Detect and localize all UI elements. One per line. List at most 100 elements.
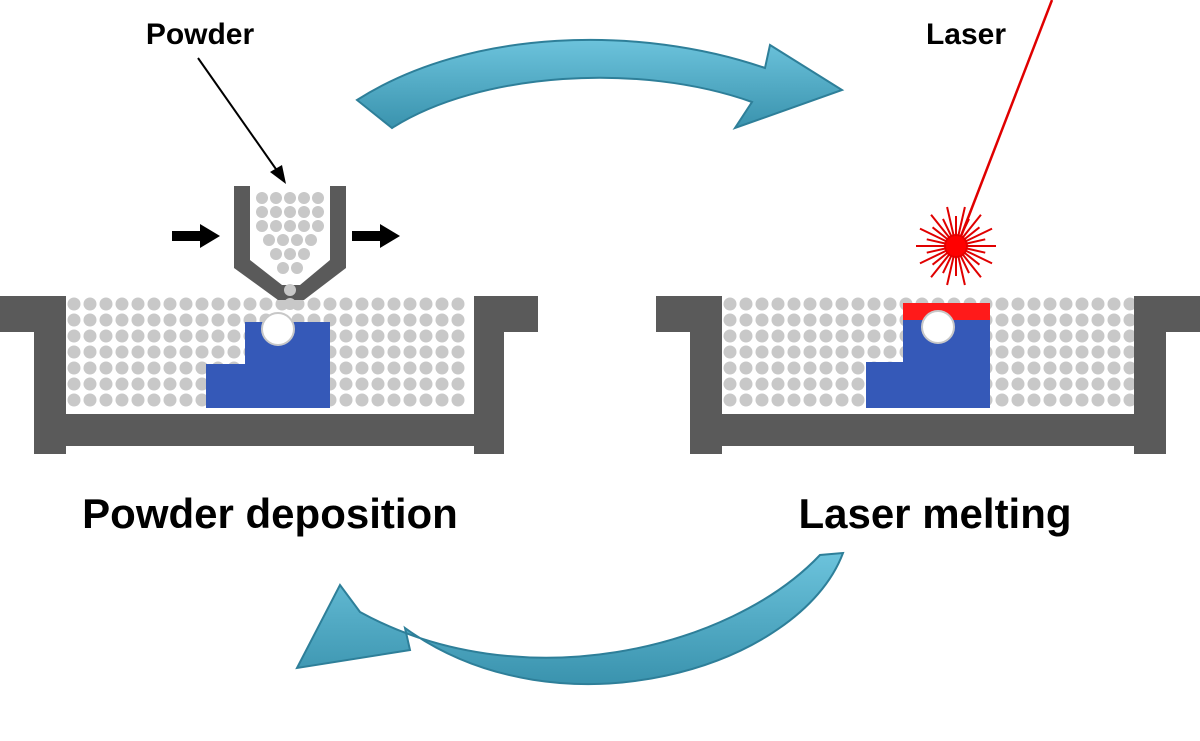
- powder-particle: [243, 297, 257, 311]
- powder-particle: [211, 297, 225, 311]
- powder-particle: [1123, 361, 1134, 375]
- powder-particle: [851, 345, 865, 359]
- powder-particle: [1107, 393, 1121, 407]
- powder-particle: [851, 393, 865, 407]
- laser-label: Laser: [926, 18, 1006, 51]
- powder-particle: [1059, 297, 1073, 311]
- powder-particle: [277, 262, 289, 274]
- powder-particle: [1091, 377, 1105, 391]
- powder-particle: [83, 377, 97, 391]
- powder-particle: [771, 313, 785, 327]
- powder-particle: [371, 393, 385, 407]
- powder-particle: [115, 313, 129, 327]
- build-chamber-right: [656, 296, 1200, 454]
- powder-particle: [771, 345, 785, 359]
- laser-ray: [930, 214, 951, 239]
- powder-particle: [147, 329, 161, 343]
- powder-particle: [723, 313, 737, 327]
- powder-particle: [339, 361, 353, 375]
- powder-particle: [723, 361, 737, 375]
- powder-particle: [195, 377, 209, 391]
- powder-particle: [270, 248, 282, 260]
- powder-particle: [1059, 377, 1073, 391]
- powder-particle: [83, 329, 97, 343]
- powder-particle: [99, 297, 113, 311]
- powder-particle: [211, 313, 225, 327]
- powder-particle: [1091, 313, 1105, 327]
- powder-particle: [1011, 361, 1025, 375]
- powder-particle: [227, 329, 241, 343]
- powder-particle: [323, 297, 337, 311]
- powder-particle: [739, 329, 753, 343]
- powder-particle: [131, 377, 145, 391]
- powder-particle: [371, 329, 385, 343]
- laser-ray: [919, 227, 948, 243]
- laser-ray: [942, 218, 953, 238]
- powder-particle: [419, 313, 433, 327]
- powder-particle: [1091, 361, 1105, 375]
- powder-particle: [339, 377, 353, 391]
- powder-particle: [83, 313, 97, 327]
- powder-pointer-arrow: [197, 57, 286, 184]
- powder-particle: [298, 192, 310, 204]
- powder-particle: [1123, 329, 1134, 343]
- powder-particle: [739, 345, 753, 359]
- powder-particle: [835, 329, 849, 343]
- powder-particle: [298, 220, 310, 232]
- powder-particle: [771, 361, 785, 375]
- powder-particle: [195, 297, 209, 311]
- powder-particle: [1075, 329, 1089, 343]
- laser-ray: [942, 254, 953, 274]
- laser-ray: [946, 255, 955, 286]
- powder-particle: [99, 345, 113, 359]
- powder-particle: [851, 377, 865, 391]
- powder-particle: [387, 297, 401, 311]
- powder-particle: [771, 297, 785, 311]
- powder-particle: [387, 329, 401, 343]
- powder-particle: [723, 329, 737, 343]
- powder-particle: [419, 329, 433, 343]
- powder-particle: [83, 361, 97, 375]
- powder-particle: [163, 345, 177, 359]
- powder-particle: [1107, 297, 1121, 311]
- powder-particle: [1059, 313, 1073, 327]
- powder-particle: [1043, 377, 1057, 391]
- laser-ray: [946, 206, 955, 237]
- powder-particle: [419, 377, 433, 391]
- powder-particle: [355, 297, 369, 311]
- powder-particle: [163, 393, 177, 407]
- powder-particle: [371, 345, 385, 359]
- powder-particle: [883, 297, 897, 311]
- powder-particle: [1123, 393, 1134, 407]
- powder-particle: [227, 313, 241, 327]
- powder-particle: [270, 192, 282, 204]
- powder-particle: [435, 329, 449, 343]
- powder-label: Powder: [146, 18, 255, 51]
- powder-particle: [1091, 393, 1105, 407]
- powder-particle: [803, 361, 817, 375]
- powder-particle: [163, 361, 177, 375]
- powder-particle: [867, 329, 881, 343]
- powder-particle: [131, 361, 145, 375]
- powder-particle: [387, 361, 401, 375]
- powder-particle: [1059, 329, 1073, 343]
- laser-ray: [964, 249, 993, 265]
- powder-particle: [451, 361, 465, 375]
- powder-particle: [339, 313, 353, 327]
- powder-particle: [67, 361, 81, 375]
- powder-particle: [995, 313, 1009, 327]
- powder-particle: [771, 393, 785, 407]
- powder-particle: [284, 298, 296, 310]
- powder-particle: [147, 345, 161, 359]
- powder-particle: [211, 345, 225, 359]
- powder-particle: [1075, 345, 1089, 359]
- powder-particle: [284, 248, 296, 260]
- powder-particle: [99, 393, 113, 407]
- powder-particle: [131, 297, 145, 311]
- powder-particle: [451, 345, 465, 359]
- powder-particle: [387, 393, 401, 407]
- powder-particle: [1107, 345, 1121, 359]
- powder-particle: [787, 361, 801, 375]
- powder-particle: [723, 345, 737, 359]
- laser-ray: [926, 238, 947, 245]
